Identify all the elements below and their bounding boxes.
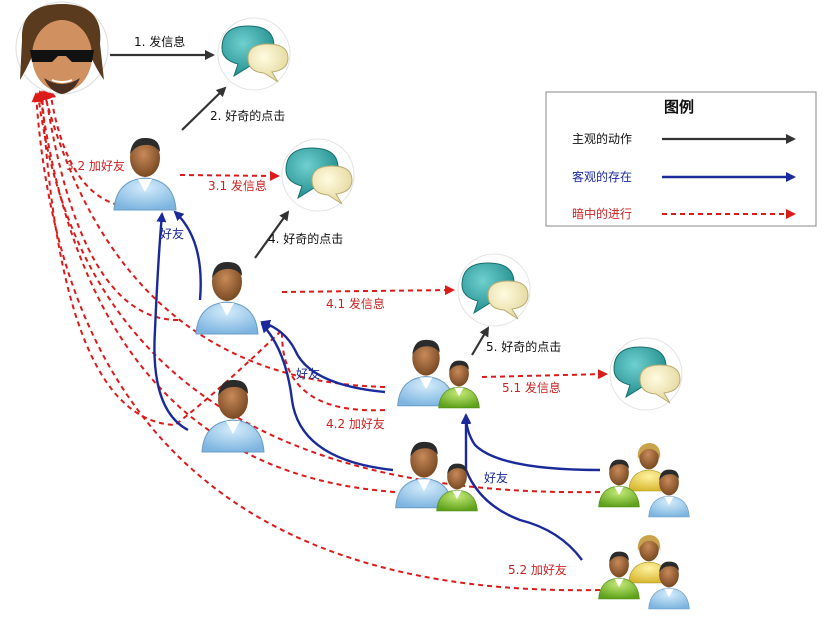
label-friend-2: 好友 bbox=[296, 367, 320, 381]
arrow-4-1-send-msg bbox=[281, 285, 455, 296]
arrow-5-click bbox=[471, 326, 490, 356]
legend-item-exists: 客观的存在 bbox=[572, 169, 632, 184]
action-arrows bbox=[110, 50, 490, 356]
person-pair-icon bbox=[397, 339, 480, 409]
label-friend-1: 好友 bbox=[160, 227, 184, 241]
arrow-friend-a bbox=[173, 210, 202, 301]
legend-item-action: 主观的动作 bbox=[572, 131, 632, 146]
label-step-4-1: 4.1 发信息 bbox=[326, 296, 385, 311]
label-step-4: 4. 好奇的点击 bbox=[268, 231, 343, 246]
arrow-friend-2 bbox=[260, 319, 386, 394]
bubble-1 bbox=[217, 17, 291, 91]
hacker-avatar-icon bbox=[15, 1, 109, 95]
label-step-3-2: 3.2 加好友 bbox=[66, 159, 125, 173]
label-step-3-1: 3.1 发信息 bbox=[208, 178, 267, 193]
person-icon bbox=[195, 261, 259, 335]
label-step-4-2: 4.2 加好友 bbox=[326, 417, 385, 431]
legend: 图例 主观的动作 客观的存在 暗中的进行 bbox=[545, 91, 817, 227]
person-icon bbox=[201, 379, 265, 453]
friend-arrows bbox=[153, 210, 601, 561]
arrow-hidden-b bbox=[41, 88, 179, 321]
arrow-friend-1 bbox=[153, 212, 189, 432]
arrow-friend-c bbox=[461, 414, 583, 561]
bubble-4 bbox=[609, 337, 683, 411]
arrow-3-2-add-friend bbox=[46, 88, 119, 206]
arrow-hidden-c bbox=[41, 90, 386, 388]
label-step-5-2: 5.2 加好友 bbox=[508, 563, 567, 577]
arrow-5-1-send-msg bbox=[481, 369, 608, 380]
person-group-icon bbox=[598, 442, 690, 518]
arrow-3-1-send-msg bbox=[179, 170, 280, 181]
label-step-2: 2. 好奇的点击 bbox=[210, 108, 285, 123]
arrow-2-click bbox=[181, 86, 227, 131]
bubble-2 bbox=[281, 138, 355, 212]
arrow-friend-b bbox=[260, 322, 394, 472]
legend-item-hidden: 暗中的进行 bbox=[572, 206, 632, 221]
arrow-4-click bbox=[254, 210, 290, 259]
label-step-5: 5. 好奇的点击 bbox=[486, 339, 561, 354]
label-friend-3: 好友 bbox=[484, 471, 508, 485]
label-step-5-1: 5.1 发信息 bbox=[502, 380, 561, 395]
person-group-icon bbox=[598, 534, 690, 610]
arrow-friend-3 bbox=[461, 413, 601, 472]
person-icon bbox=[113, 137, 177, 211]
label-step-1: 1. 发信息 bbox=[134, 34, 185, 49]
legend-title: 图例 bbox=[664, 98, 694, 116]
bubble-3 bbox=[457, 253, 531, 327]
arrow-5-2-add-friend bbox=[31, 92, 601, 592]
